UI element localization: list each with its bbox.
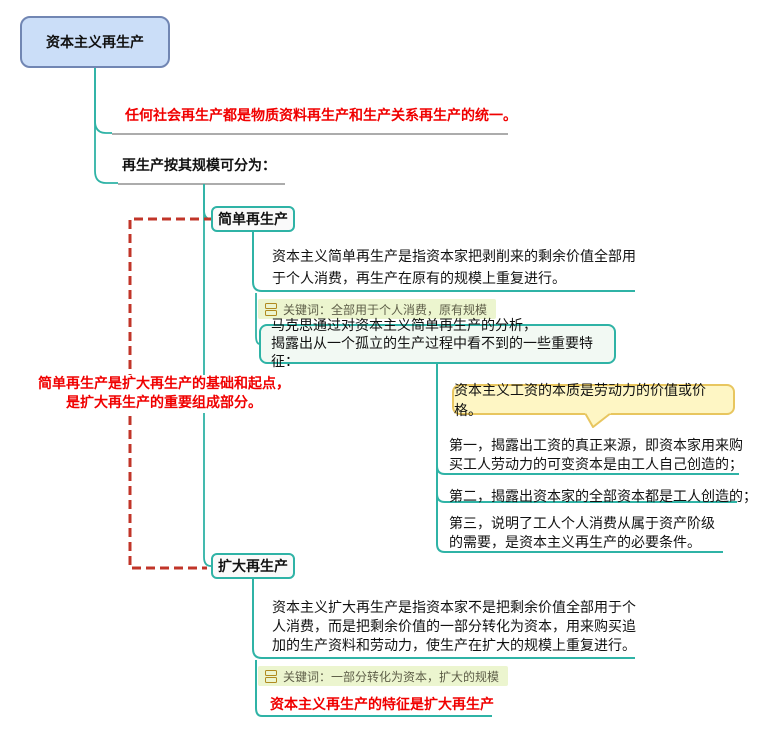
feature-item-2[interactable]: 第二，揭露出资本家的全部资本都是工人创造的； — [449, 489, 757, 505]
topic-simple-label: 简单再生产 — [218, 212, 288, 228]
expanded-keyword-label[interactable]: 关键词：一部分转化为资本，扩大的规模 — [258, 666, 509, 686]
branch-root-to-scale — [94, 68, 118, 184]
branch-feature-3 — [436, 364, 723, 553]
topic-unity-note[interactable]: 任何社会再生产都是物质资料再生产和生产关系再生产的统一。 — [125, 108, 517, 124]
branch-simple-def — [252, 232, 635, 292]
branch-def-to-conclusion — [255, 660, 492, 717]
topic-expanded-reproduction[interactable]: 扩大再生产 — [211, 553, 295, 579]
feature-item-1[interactable]: 第一，揭露出工资的真正来源，即资本家用来购 买工人劳动力的可变资本是由工人自己创… — [449, 438, 743, 473]
wage-essence-text: 资本主义工资的本质是劳动力的价值或价格。 — [454, 382, 706, 419]
tag-icon — [265, 302, 277, 316]
root-topic[interactable]: 资本主义再生产 — [20, 16, 170, 68]
expanded-keyword-text: 关键词：一部分转化为资本，扩大的规模 — [283, 669, 500, 684]
root-topic-label: 资本主义再生产 — [46, 35, 144, 51]
topic-expanded-label: 扩大再生产 — [218, 559, 288, 575]
marx-analysis-text: 马克思通过对资本主义简单再生产的分析， 揭露出从一个孤立的生产过程中看不到的一些… — [271, 318, 593, 370]
callout-tail — [584, 411, 612, 428]
simple-definition[interactable]: 资本主义简单再生产是指资本家把剥削来的剩余价值全部用 于个人消费，再生产在原有的… — [272, 249, 636, 287]
simple-keyword-label[interactable]: 关键词：全部用于个人消费，原有规模 — [258, 299, 497, 319]
expanded-definition[interactable]: 资本主义扩大再生产是指资本家不是把剩余价值全部用于个 人消费，而是把剩余价值的一… — [272, 600, 636, 654]
marx-analysis-topic[interactable]: 马克思通过对资本主义简单再生产的分析， 揭露出从一个孤立的生产过程中看不到的一些… — [259, 318, 616, 370]
branch-scale-to-expanded — [203, 184, 212, 567]
expanded-conclusion[interactable]: 资本主义再生产的特征是扩大再生产 — [270, 697, 494, 713]
feature-item-3[interactable]: 第三，说明了工人个人消费从属于资产阶级 的需要，是资本主义再生产的必要条件。 — [449, 516, 715, 551]
branch-root-to-unity — [94, 68, 112, 134]
simple-keyword-text: 关键词：全部用于个人消费，原有规模 — [283, 302, 488, 317]
topic-simple-reproduction[interactable]: 简单再生产 — [211, 206, 295, 232]
topic-scale-intro[interactable]: 再生产按其规模可分为： — [122, 158, 276, 174]
branch-expanded-def — [252, 579, 635, 659]
relationship-label[interactable]: 简单再生产是扩大再生产的基础和起点， 是扩大再生产的重要组成部分。 — [8, 375, 320, 413]
wage-essence-callout[interactable]: 资本主义工资的本质是劳动力的价值或价格。 — [452, 383, 735, 428]
branch-scale-to-simple — [203, 184, 212, 220]
tag-icon — [265, 669, 277, 683]
